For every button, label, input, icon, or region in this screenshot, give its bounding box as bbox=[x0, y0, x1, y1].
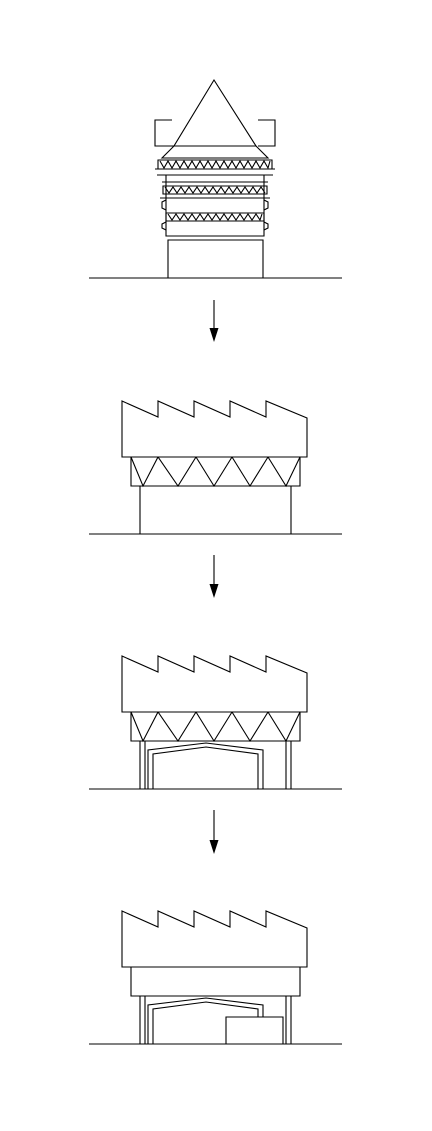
tower-parapet-right bbox=[258, 120, 275, 146]
truss-zigzag bbox=[131, 457, 300, 486]
arrowhead-2 bbox=[209, 584, 219, 598]
sawtooth-roof bbox=[122, 656, 307, 712]
ornament-band-3 bbox=[158, 160, 272, 169]
tower-pyramid-roof bbox=[174, 80, 256, 146]
ornament-band-2 bbox=[163, 186, 267, 194]
tower-base bbox=[168, 240, 263, 278]
arrow-2 bbox=[209, 555, 219, 598]
shed-inner bbox=[153, 747, 258, 789]
stage-truss-with-shed bbox=[89, 656, 342, 789]
truss-zigzag bbox=[131, 712, 300, 741]
tower-shaft bbox=[166, 175, 264, 236]
zigzag-2 bbox=[165, 187, 265, 193]
sawtooth-roof bbox=[122, 911, 307, 967]
tower-roof-eave bbox=[162, 146, 268, 158]
tower-moulding-right bbox=[264, 200, 268, 230]
shed-outer bbox=[148, 743, 263, 789]
ornament-band-1 bbox=[166, 213, 264, 221]
zigzag-3 bbox=[160, 161, 270, 168]
arrow-3 bbox=[209, 810, 219, 854]
posts-right bbox=[286, 741, 291, 789]
posts-right bbox=[286, 996, 291, 1044]
plain-band bbox=[131, 967, 300, 996]
posts-left bbox=[140, 996, 145, 1044]
tower-moulding-left bbox=[162, 200, 166, 230]
posts-left bbox=[140, 741, 145, 789]
sawtooth-roof bbox=[122, 401, 307, 457]
stage-shed-and-box bbox=[89, 911, 342, 1044]
tower-parapet-left bbox=[155, 120, 174, 146]
tower-cornice bbox=[155, 169, 275, 198]
arrowhead-3 bbox=[209, 840, 219, 854]
zigzag-1 bbox=[168, 214, 262, 220]
box-unit bbox=[226, 1017, 283, 1044]
arrowhead-1 bbox=[209, 328, 219, 342]
stage-ornamental-tower bbox=[89, 80, 342, 278]
base-block bbox=[140, 486, 291, 534]
stage-sawtooth-over-truss bbox=[89, 401, 342, 534]
arrow-1 bbox=[209, 300, 219, 342]
